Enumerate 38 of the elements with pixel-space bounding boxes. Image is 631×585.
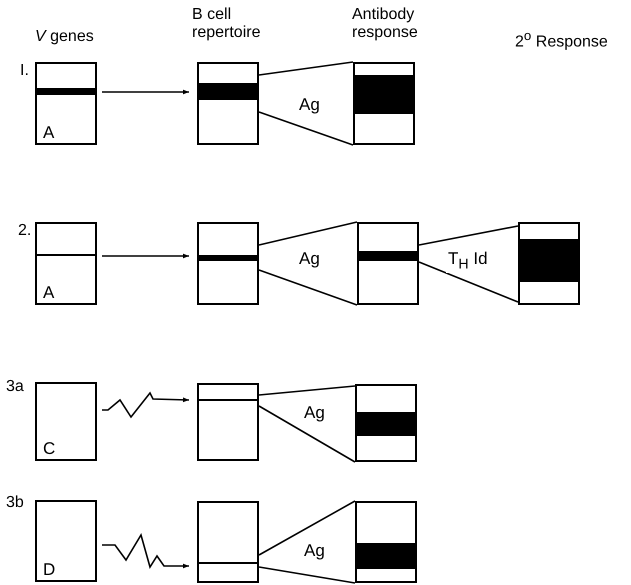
edge-label: Ag	[302, 541, 327, 560]
arrow	[102, 254, 189, 258]
row-number: I.	[20, 62, 30, 80]
gene-letter: A	[43, 284, 54, 301]
gene-letter: C	[43, 440, 56, 457]
edge-label: Ag	[302, 403, 327, 422]
column-heading: Antibody response	[352, 6, 419, 43]
zigzag-arrow	[102, 533, 189, 569]
repertoire-box	[357, 222, 419, 305]
repertoire-box	[355, 501, 417, 583]
repertoire-box	[35, 382, 97, 461]
arrow	[102, 90, 189, 94]
funnel-lines	[258, 385, 356, 463]
repertoire-box	[197, 501, 259, 583]
repertoire-box	[35, 500, 97, 582]
repertoire-box	[355, 384, 417, 462]
edge-label: Ag	[297, 249, 322, 268]
repertoire-box	[35, 222, 97, 305]
repertoire-box	[197, 383, 259, 461]
column-heading: B cell repertoire	[192, 6, 262, 43]
gene-letter: A	[43, 124, 54, 141]
repertoire-box	[197, 222, 259, 305]
funnel-lines	[258, 221, 358, 306]
funnel-lines	[418, 225, 519, 303]
funnel-lines	[258, 61, 354, 146]
edge-label: Ag	[297, 95, 322, 114]
gene-letter: D	[43, 561, 56, 578]
row-number: 2.	[18, 222, 32, 240]
repertoire-box	[35, 62, 97, 145]
repertoire-box	[353, 62, 415, 145]
column-heading: 2$^{o}$ Response	[515, 28, 609, 52]
column-heading: V genes	[35, 28, 95, 46]
repertoire-box	[518, 222, 580, 305]
zigzag-arrow	[102, 392, 190, 418]
row-number: 3a	[6, 378, 25, 396]
row-number: 3b	[6, 494, 25, 512]
repertoire-box	[197, 62, 259, 145]
funnel-lines	[258, 500, 356, 584]
